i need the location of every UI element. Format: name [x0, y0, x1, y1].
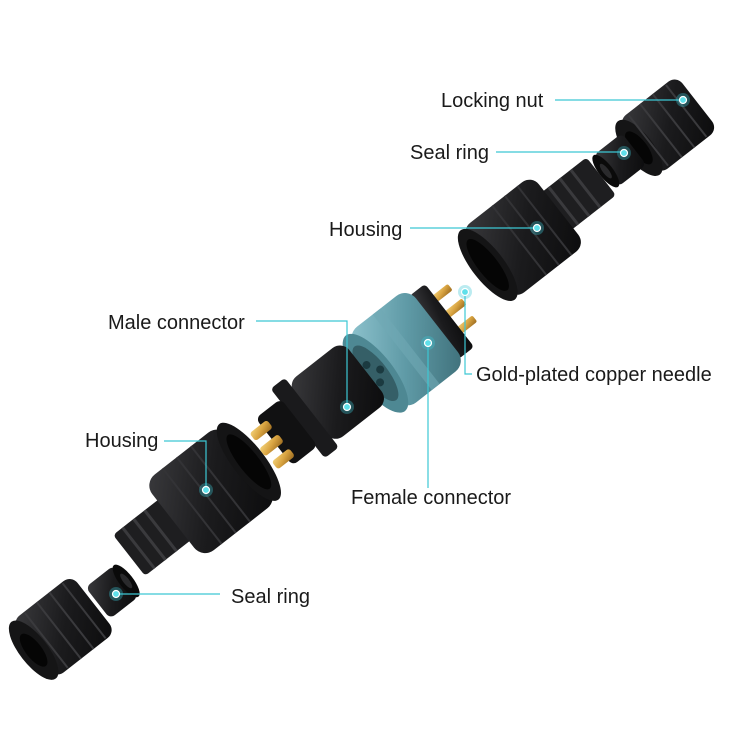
housing-bottom [114, 422, 281, 575]
label-gold-needle: Gold-plated copper needle [476, 364, 712, 386]
leader-line-gold-needle [464, 292, 472, 375]
male-connector [250, 345, 384, 469]
locking-nut-bottom [8, 579, 112, 680]
leader-line-male-connector [256, 320, 348, 405]
callout-housing-bottom: Housing [85, 430, 213, 497]
label-male-connector: Male connector [108, 312, 245, 334]
callout-male-connector: Male connector [108, 312, 354, 414]
housing-top [457, 158, 615, 301]
callout-housing-top: Housing [329, 219, 544, 241]
locking-nut-top [615, 79, 715, 177]
callout-seal-ring-top: Seal ring [410, 142, 631, 164]
label-housing-top: Housing [329, 219, 402, 241]
label-housing-bottom: Housing [85, 430, 158, 452]
callout-gold-needle: Gold-plated copper needle [458, 285, 712, 386]
callout-locking-nut: Locking nut [441, 90, 690, 112]
female-connector [342, 284, 477, 413]
callout-female-connector: Female connector [351, 336, 511, 509]
label-seal-ring-bottom: Seal ring [231, 586, 310, 608]
seal-ring-top [592, 135, 645, 188]
callout-seal-ring-bottom: Seal ring [109, 586, 310, 608]
label-locking-nut: Locking nut [441, 90, 544, 112]
leader-line-housing-bottom [164, 440, 207, 489]
seal-ring-bottom [87, 564, 140, 617]
label-female-connector: Female connector [351, 487, 511, 509]
label-seal-ring-top: Seal ring [410, 142, 489, 164]
